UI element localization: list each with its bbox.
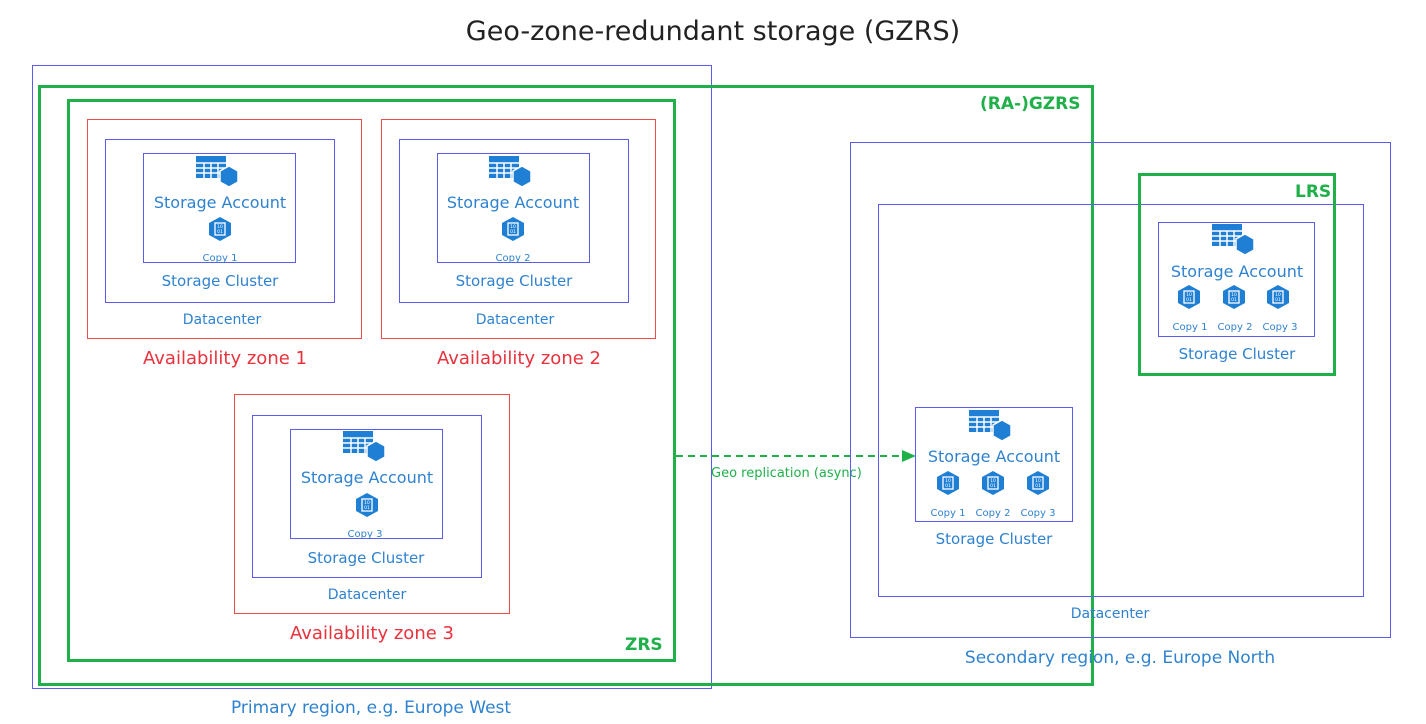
- ragzrs-boundary: [38, 85, 1094, 686]
- lrs-storage-account-label: Storage Account: [1170, 262, 1304, 281]
- datacenter-3-box: [252, 415, 482, 578]
- storage-copy-2-icon: 10 01: [502, 217, 524, 241]
- primary-region-box: [32, 65, 712, 689]
- svg-text:10: 10: [990, 478, 996, 484]
- storage-account-2-icon: [489, 156, 532, 188]
- lrs-copy-1-icon: 10 01: [1178, 285, 1200, 309]
- svg-text:01: 01: [1275, 297, 1281, 303]
- secondary-storage-cluster-box: [915, 407, 1073, 522]
- storage-cluster-1-box: [143, 153, 296, 263]
- svg-text:01: 01: [945, 483, 951, 489]
- storage-cluster-2-label: Storage Cluster: [455, 272, 573, 290]
- storage-cluster-2-box: [437, 153, 590, 263]
- storage-cluster-3-box: [290, 429, 443, 539]
- svg-text:01: 01: [217, 229, 223, 235]
- storage-cluster-1-label: Storage Cluster: [161, 272, 279, 290]
- copy-1-label: Copy 1: [202, 253, 238, 264]
- availability-zone-2-box: [381, 119, 656, 339]
- svg-text:10: 10: [1275, 292, 1281, 298]
- secondary-copy-1-label: Copy 1: [930, 508, 966, 519]
- datacenter-2-box: [399, 139, 629, 303]
- svg-text:01: 01: [1231, 297, 1237, 303]
- secondary-copy-3-icon: 10 01: [1027, 471, 1049, 495]
- lrs-copy-2-icon: 10 01: [1223, 285, 1245, 309]
- svg-text:10: 10: [217, 224, 223, 230]
- copy-3-label: Copy 3: [347, 529, 383, 540]
- svg-text:01: 01: [1035, 483, 1041, 489]
- secondary-datacenter-label: Datacenter: [1070, 606, 1150, 622]
- svg-text:10: 10: [364, 500, 370, 506]
- svg-text:01: 01: [990, 483, 996, 489]
- availability-zone-1-label: Availability zone 1: [143, 348, 307, 369]
- storage-cluster-3-label: Storage Cluster: [307, 549, 425, 567]
- zrs-label: ZRS: [625, 635, 663, 655]
- storage-account-3-icon: [343, 431, 386, 463]
- lrs-copy-1-label: Copy 1: [1172, 322, 1208, 333]
- diagram-title: Geo-zone-redundant storage (GZRS): [465, 16, 961, 47]
- lrs-copy-3-label: Copy 3: [1262, 322, 1298, 333]
- datacenter-3-label: Datacenter: [327, 587, 407, 603]
- secondary-region-box: [850, 142, 1391, 638]
- storage-account-1-label: Storage Account: [153, 193, 287, 212]
- secondary-copy-1-icon: 10 01: [937, 471, 959, 495]
- datacenter-1-label: Datacenter: [182, 312, 262, 328]
- ragzrs-label: (RA-)GZRS: [980, 94, 1081, 114]
- lrs-label: LRS: [1295, 182, 1332, 202]
- lrs-copy-3-icon: 10 01: [1267, 285, 1289, 309]
- secondary-copy-3-label: Copy 3: [1020, 508, 1056, 519]
- zrs-boundary: [67, 99, 676, 662]
- lrs-boundary: [1138, 173, 1336, 376]
- secondary-datacenter-box: [878, 204, 1364, 597]
- availability-zone-3-label: Availability zone 3: [290, 623, 454, 644]
- copy-2-label: Copy 2: [495, 253, 531, 264]
- svg-text:10: 10: [945, 478, 951, 484]
- svg-text:10: 10: [1035, 478, 1041, 484]
- availability-zone-1-box: [87, 119, 362, 339]
- geo-replication-arrow: [676, 450, 916, 462]
- svg-text:10: 10: [1231, 292, 1237, 298]
- svg-text:10: 10: [510, 224, 516, 230]
- storage-account-1-icon: [196, 156, 239, 188]
- lrs-storage-account-icon: [1212, 224, 1255, 256]
- lrs-copy-2-label: Copy 2: [1217, 322, 1253, 333]
- lrs-storage-cluster-box: [1158, 222, 1315, 337]
- geo-replication-label: Geo replication (async): [711, 466, 862, 481]
- storage-copy-3-icon: 10 01: [356, 493, 378, 517]
- svg-text:01: 01: [1186, 297, 1192, 303]
- secondary-copy-2-icon: 10 01: [982, 471, 1004, 495]
- svg-text:01: 01: [364, 505, 370, 511]
- datacenter-2-label: Datacenter: [475, 312, 555, 328]
- storage-account-2-label: Storage Account: [446, 193, 580, 212]
- svg-text:01: 01: [510, 229, 516, 235]
- lrs-storage-cluster-label: Storage Cluster: [1178, 345, 1296, 363]
- storage-copy-1-icon: 10 01: [209, 217, 231, 241]
- secondary-region-label: Secondary region, e.g. Europe North: [964, 648, 1276, 668]
- secondary-storage-account-label: Storage Account: [927, 447, 1061, 466]
- storage-account-3-label: Storage Account: [300, 468, 434, 487]
- datacenter-1-box: [105, 139, 335, 303]
- secondary-storage-account-icon: [969, 410, 1012, 442]
- availability-zone-3-box: [234, 394, 510, 614]
- secondary-copy-2-label: Copy 2: [975, 508, 1011, 519]
- secondary-storage-cluster-label: Storage Cluster: [935, 530, 1053, 548]
- availability-zone-2-label: Availability zone 2: [437, 348, 601, 369]
- primary-region-label: Primary region, e.g. Europe West: [230, 698, 512, 718]
- svg-text:10: 10: [1186, 292, 1192, 298]
